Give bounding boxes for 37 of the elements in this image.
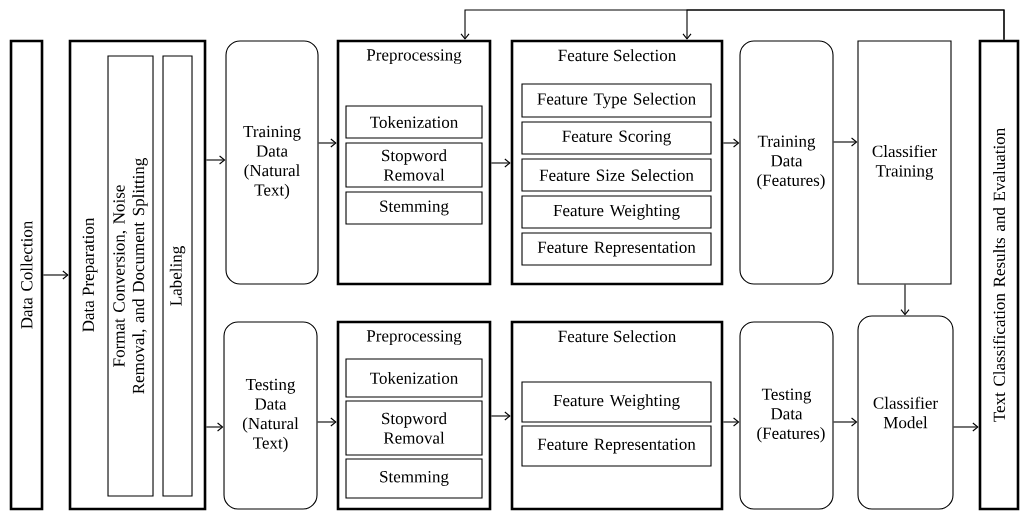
arrow [722,138,740,148]
arrow [953,422,979,432]
step-box: Stopword Removal [345,400,483,456]
arrow [490,158,511,168]
step-box: Feature Weighting [521,195,712,229]
step-box: Feature Size Selection [521,158,712,192]
process-box: Classifier Model [857,315,954,510]
arrow [833,417,858,427]
step-box: Stemming [345,458,483,499]
step-box: Stopword Removal [345,142,483,188]
arrow [205,155,226,165]
data-box: Testing Data (Features) [739,321,834,510]
process-box: Classifier Training [857,40,952,285]
step-box: Labeling [162,55,193,497]
arrow [722,417,740,427]
arrow [833,137,858,147]
data-box: Training Data (Natural Text) [225,40,319,285]
process-box: Data Collection [9,39,44,511]
step-box: Feature Representation [521,232,712,266]
arrow [490,411,511,421]
arrow [42,270,69,280]
step-box: Format Conversion, Noise Removal, and Document Splitting [107,55,154,497]
step-box: Tokenization [345,358,483,398]
step-box: Feature Representation [521,425,712,467]
step-box: Feature Weighting [521,381,712,423]
step-box: Stemming [345,191,483,225]
step-box: Feature Type Selection [521,83,712,118]
data-box: Testing Data (Natural Text) [223,321,318,510]
arrow [318,138,337,148]
step-box: Feature Scoring [521,121,712,155]
process-box: Text Classification Results and Evaluation [978,39,1020,511]
arrow [900,284,910,316]
step-box: Tokenization [345,105,483,139]
arrow [317,417,337,427]
arrow [205,422,224,432]
data-box: Training Data (Features) [739,40,834,285]
arrow [682,9,1005,41]
